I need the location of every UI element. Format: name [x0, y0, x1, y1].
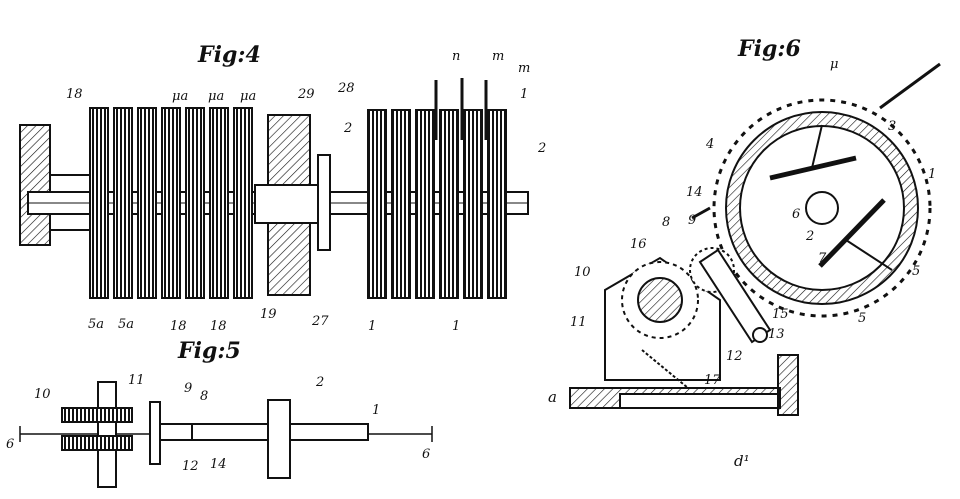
fig4-label: 1	[368, 319, 376, 334]
fig5-label: 10	[34, 387, 51, 402]
fig4-label: 5a	[118, 317, 134, 332]
fig4-label: 29	[297, 87, 315, 102]
fig4-label: 27	[311, 314, 329, 329]
base-wall	[777, 354, 799, 416]
fig6-label: 1	[928, 167, 936, 182]
fig4-label: μa	[240, 89, 256, 104]
fig6-label: μ	[830, 57, 838, 72]
fig4-title: Fig:4	[197, 42, 261, 68]
fig6-label: 16	[630, 237, 647, 252]
fig4-label: m	[518, 61, 530, 76]
collar-28	[317, 154, 331, 251]
gear-10-upper	[61, 407, 133, 423]
fig4-label: μa	[208, 89, 224, 104]
hub-2	[805, 191, 839, 225]
fig4-label: 5a	[88, 317, 104, 332]
fig6-label: 8	[662, 215, 670, 230]
figure-4: Fig:4	[19, 42, 546, 334]
fig4-label: 1	[452, 319, 460, 334]
pinion-11	[637, 277, 683, 323]
fig6-label: 9	[688, 213, 696, 228]
fig4-label: 18	[210, 319, 227, 334]
fig5-label: 6	[422, 447, 430, 462]
fig6-label: 14	[686, 185, 703, 200]
fig6-label: 7	[818, 251, 827, 266]
fig5-label: 14	[210, 457, 227, 472]
fig6-reference-labels: μ 3 4 1 14 6 8 9 2 16 7 10 5 5 11 15 13 …	[548, 57, 936, 470]
fig6-label: 5	[912, 264, 920, 279]
fig4-reference-labels: 18 μa μa μa 29 28 n m m 1 2 2 5a 5a 18 1…	[66, 49, 546, 334]
figure-5: Fig:5 11 9 8 2 1 10 6 12 14 6	[6, 338, 433, 488]
fig6-label: 5	[858, 311, 866, 326]
fig4-label: 19	[260, 307, 277, 322]
pinion-shaft-11	[97, 381, 117, 488]
pivot-13	[752, 327, 768, 343]
fig6-label: 12	[726, 349, 743, 364]
fig6-label: 15	[772, 307, 789, 322]
fig5-label: 9	[184, 381, 192, 396]
fig6-label: 11	[570, 315, 587, 330]
fig4-label: 28	[337, 81, 355, 96]
fig6-label: 4	[705, 137, 714, 152]
lever-arm	[879, 62, 941, 110]
fig6-label: a	[548, 388, 557, 406]
left-wheel-bank	[89, 107, 253, 299]
pawl-lever-12	[698, 248, 772, 344]
fig5-title: Fig:5	[177, 338, 241, 364]
fig5-reference-labels: 11 9 8 2 1 10 6 12 14 6	[6, 373, 430, 474]
fig5-label: 1	[372, 403, 380, 418]
fig6-label: 17	[704, 373, 721, 388]
fig4-label: 2	[537, 141, 546, 156]
fig5-label: 2	[315, 375, 324, 390]
figure-6: Fig:6 μ 3 4 1 14 6 8	[548, 36, 941, 470]
base-d1	[619, 393, 781, 409]
fig4-label: 2	[343, 121, 352, 136]
fig6-label: 10	[574, 265, 591, 280]
fig6-label: 2	[805, 229, 814, 244]
fig6-label: d¹	[734, 452, 750, 470]
pin-9	[149, 401, 161, 465]
fig4-label: n	[452, 49, 460, 64]
arm-8	[159, 423, 196, 441]
center-bushing	[254, 184, 326, 224]
fig4-label: 1	[520, 87, 528, 102]
fig5-label: 12	[182, 459, 199, 474]
shaft-2-section	[267, 399, 291, 479]
fig6-title: Fig:6	[737, 36, 801, 62]
fig6-label: 6	[792, 207, 800, 222]
fig4-label: μa	[172, 89, 188, 104]
fig5-label: 8	[200, 389, 208, 404]
rod-14	[691, 206, 711, 220]
right-wheel-bank	[367, 78, 507, 299]
gear-10-lower	[61, 435, 133, 451]
left-bearing	[19, 124, 51, 246]
fig4-label: 18	[66, 87, 83, 102]
rod-7	[818, 198, 886, 268]
fig5-label: 6	[6, 437, 14, 452]
fig4-label: 18	[170, 319, 187, 334]
fig4-label: m	[492, 49, 504, 64]
fig5-label: 11	[128, 373, 145, 388]
fig6-label: 3	[888, 119, 896, 134]
fig6-label: 13	[768, 327, 785, 342]
